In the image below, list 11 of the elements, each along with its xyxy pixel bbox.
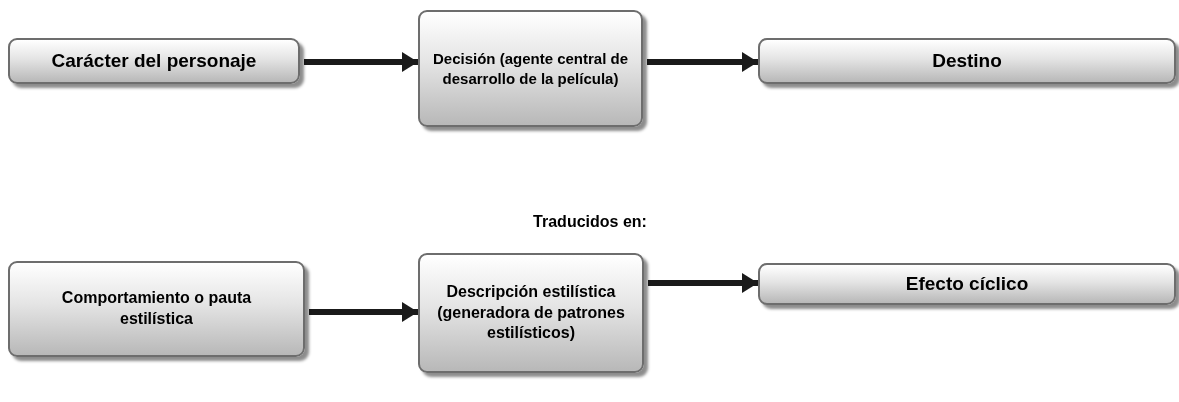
process-box: Efecto cíclico [758, 263, 1176, 305]
arrow [304, 52, 418, 72]
process-box: Carácter del personaje [8, 38, 300, 84]
arrow [309, 302, 418, 322]
process-box: Comportamiento o pauta estilística [8, 261, 305, 357]
process-box: Descripción estilística (generadora de patrones estilísticos) [418, 253, 644, 373]
arrow [647, 52, 758, 72]
process-box: Destino [758, 38, 1176, 84]
arrow [648, 273, 758, 293]
connector-caption: Traducidos en: [532, 213, 648, 231]
process-box: Decisión (agente central de desarrollo de la película) [418, 10, 643, 127]
